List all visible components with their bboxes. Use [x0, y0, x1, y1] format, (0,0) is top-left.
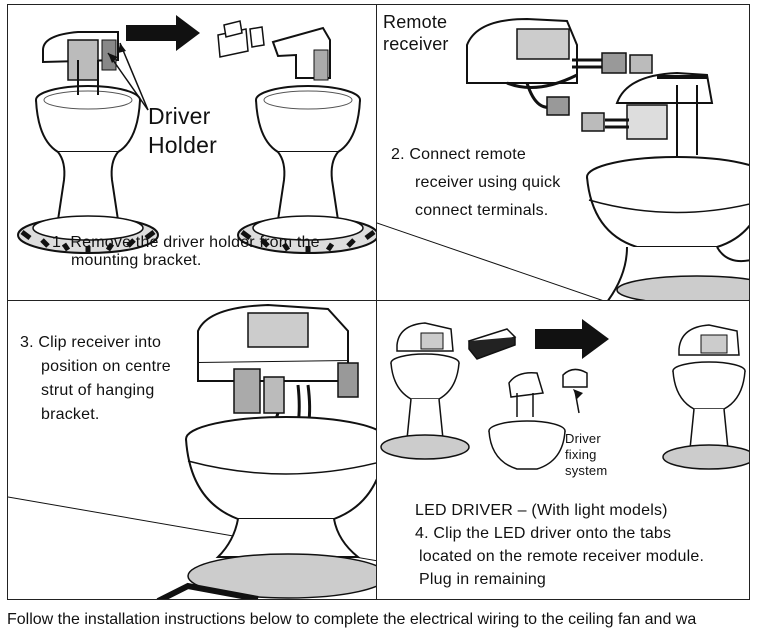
step4-heading: LED DRIVER – (With light models): [415, 502, 668, 519]
remote-receiver-label-line1: Remote: [383, 12, 448, 32]
driver-fixing-label-line2: fixing: [565, 447, 597, 462]
step3-illustration: [8, 303, 376, 599]
arrow-right-icon: [126, 15, 200, 51]
step4-illustration: [380, 319, 749, 470]
step1-panel: Driver Holder 1. Remove the driver holde…: [7, 4, 377, 301]
fan-small-right: [662, 324, 749, 470]
receiver-clipped: [197, 303, 359, 453]
fan-right: [238, 26, 377, 253]
driver-holder-label-line2: Holder: [148, 132, 217, 158]
fan-small-left: [380, 322, 470, 460]
step3-instruction-line4: bracket.: [41, 406, 100, 423]
driver-holder-part: [217, 20, 265, 58]
driver-fixing-label-line1: Driver: [565, 431, 601, 446]
driver-fixing-detail: [488, 368, 588, 470]
driver-holder-label-line1: Driver: [148, 103, 211, 129]
step2-instruction-line3: connect terminals.: [415, 202, 549, 219]
mounting-bracket: [605, 71, 714, 165]
led-driver: [467, 328, 517, 360]
arrow-right-icon: [535, 319, 609, 359]
step4-instruction-line3: Plug in remaining: [419, 571, 547, 588]
step4-panel: Driver fixing system LED DRIVER – (With …: [376, 300, 750, 600]
step3-instruction-line3: strut of hanging: [41, 382, 155, 399]
step2-instruction-line1: 2. Connect remote: [391, 146, 527, 163]
step2-panel: Remote receiver 2. Connect remote receiv…: [376, 4, 750, 301]
step2-instruction-line2: receiver using quick: [415, 174, 561, 191]
step1-illustration: [8, 15, 377, 301]
footer-text: Follow the installation instructions bel…: [7, 611, 697, 628]
step1-instruction-line2: mounting bracket.: [71, 252, 202, 269]
step2-illustration: [377, 17, 749, 300]
driver-fixing-label-line3: system: [565, 463, 608, 478]
step4-instruction-line2: located on the remote receiver module.: [419, 548, 705, 565]
step3-instruction-line2: position on centre: [41, 358, 171, 375]
remote-receiver-label-line2: receiver: [383, 34, 449, 54]
fan-left: [18, 31, 158, 253]
remote-receiver-module: [466, 17, 653, 132]
step4-instruction-line1: 4. Clip the LED driver onto the tabs: [415, 525, 672, 542]
step3-panel: 3. Clip receiver into position on centre…: [7, 300, 377, 600]
step1-instruction-line1: 1. Remove the driver holder from the: [52, 234, 320, 251]
step3-instruction-line1: 3. Clip receiver into: [20, 334, 162, 351]
